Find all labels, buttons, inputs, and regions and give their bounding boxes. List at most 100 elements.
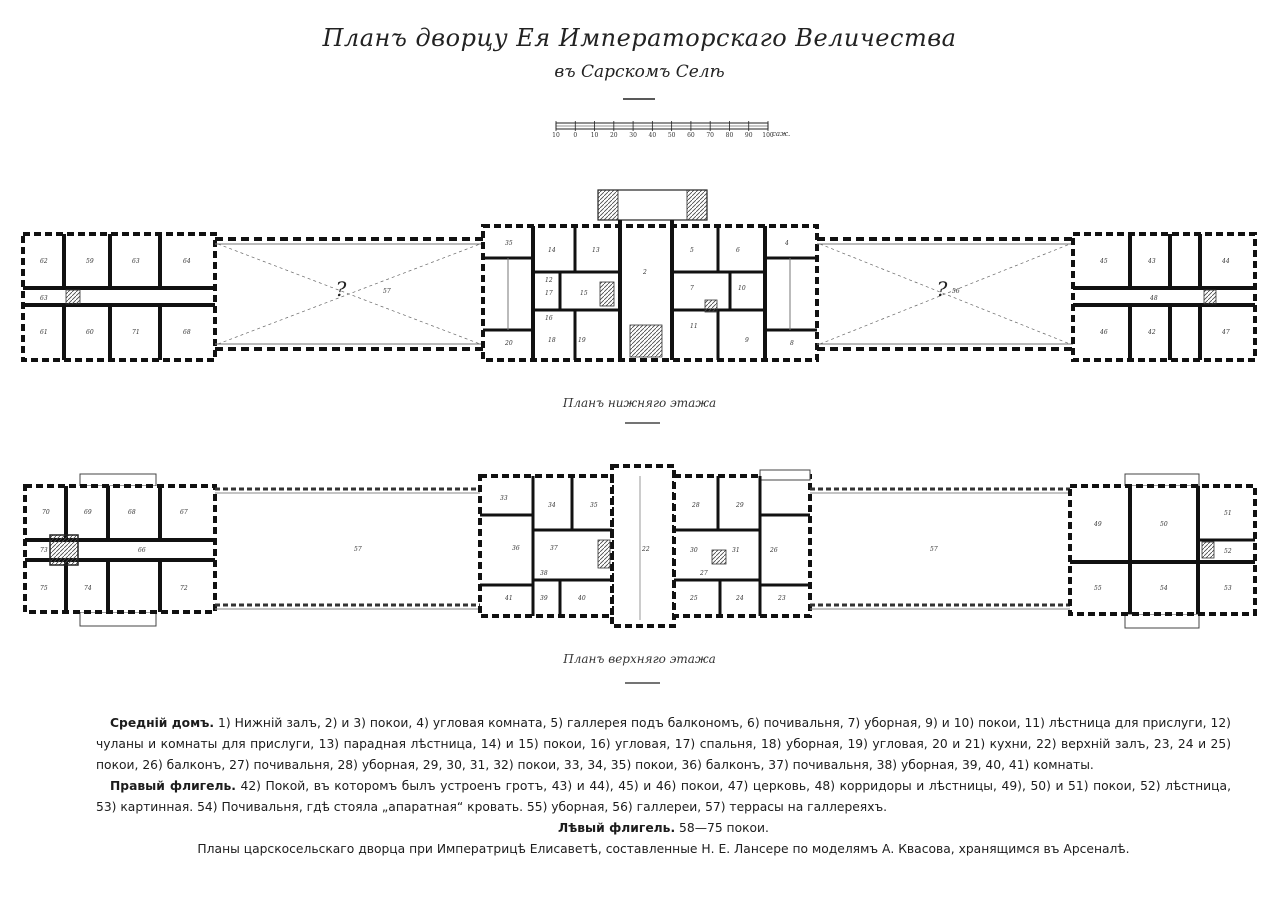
- svg-text:?: ?: [937, 277, 948, 301]
- room-number: 70: [42, 509, 50, 516]
- center-block-upper: [478, 464, 812, 628]
- room-number: 71: [132, 329, 140, 336]
- room-number: 49: [1093, 521, 1102, 528]
- room-number: 24: [735, 595, 744, 602]
- room-number: 28: [691, 502, 700, 509]
- room-number: 37: [550, 545, 558, 552]
- scale-tick-label: 100: [762, 132, 774, 139]
- room-number: 72: [180, 585, 188, 592]
- room-number: 63: [132, 258, 140, 265]
- legend-right-label: Правый флигель.: [110, 779, 236, 793]
- ground-room-numbers: 62 59 63 64 63 61 60 71 68 57 35 14 13 1…: [40, 240, 1230, 347]
- room-number: 36: [512, 545, 520, 552]
- room-number: 68: [183, 329, 191, 336]
- scale-tick-label: 20: [610, 132, 618, 139]
- legend-source: Планы царскосельскаго дворца при Императ…: [197, 842, 1130, 856]
- room-number: 26: [769, 547, 778, 554]
- room-number: 48: [1149, 295, 1158, 302]
- scale-tick-label: 10: [552, 132, 560, 139]
- room-number: 74: [84, 585, 92, 592]
- left-wing-ground: [21, 232, 217, 362]
- room-number: 64: [183, 258, 191, 265]
- legend-right: Правый флигель. 42) Покой, въ которомъ б…: [96, 776, 1231, 818]
- room-number: 44: [1221, 258, 1230, 265]
- room-number: 9: [745, 337, 749, 344]
- scale-unit: саж.: [772, 130, 790, 138]
- scale-tick-label: 30: [629, 132, 637, 139]
- room-number: 57: [383, 288, 391, 295]
- room-number: 67: [180, 509, 188, 516]
- room-number: 69: [84, 509, 92, 516]
- right-wing-upper: [1068, 473, 1257, 629]
- room-number: 63: [40, 295, 48, 302]
- center-block-ground: [481, 189, 819, 362]
- room-number: 56: [952, 288, 960, 295]
- scale-tick-label: 90: [745, 132, 753, 139]
- legend-middle-text: 1) Нижній залъ, 2) и 3) покои, 4) углова…: [96, 716, 1231, 772]
- room-number: 51: [1224, 510, 1232, 517]
- svg-text:?: ?: [336, 277, 347, 301]
- drawing-title: Планъ дворцу Ея Императорскаго Величеств…: [322, 24, 957, 52]
- room-number: 35: [590, 502, 598, 509]
- room-number: 22: [641, 546, 650, 553]
- left-wing-upper: [23, 473, 217, 627]
- room-number: 15: [580, 290, 588, 297]
- room-number: 45: [1099, 258, 1108, 265]
- room-number: 61: [40, 329, 48, 336]
- room-number: 54: [1160, 585, 1168, 592]
- legend-left-text: 58—75 покои.: [679, 821, 769, 835]
- left-gallery-upper: [215, 487, 480, 610]
- room-number: 35: [505, 240, 513, 247]
- room-number: 38: [540, 570, 548, 577]
- room-number: 2: [642, 269, 647, 276]
- ground-floor-plan: ?: [21, 189, 1257, 362]
- room-number: 62: [40, 258, 48, 265]
- scale-tick-label: 80: [726, 132, 734, 139]
- room-number: 29: [735, 502, 744, 509]
- legend-left-label: Лѣвый флигель.: [558, 821, 676, 835]
- room-number: 42: [1147, 329, 1156, 336]
- scale-tick-label: 50: [668, 132, 676, 139]
- scale-tick-label: 70: [706, 132, 714, 139]
- room-number: 7: [690, 285, 694, 292]
- room-number: 12: [545, 277, 553, 284]
- room-number: 5: [690, 247, 694, 254]
- room-number: 19: [578, 337, 586, 344]
- room-number: 34: [548, 502, 556, 509]
- drawing-subtitle: въ Сарскомъ Селѣ: [554, 62, 725, 82]
- room-number: 55: [1094, 585, 1102, 592]
- legend-text: Средній домъ. 1) Нижній залъ, 2) и 3) по…: [96, 713, 1231, 860]
- room-number: 33: [500, 495, 508, 502]
- room-number: 57: [930, 546, 938, 553]
- room-number: 47: [1221, 329, 1230, 336]
- room-number: 16: [545, 315, 553, 322]
- scale-tick-label: 10: [591, 132, 599, 139]
- upper-floor-caption: Планъ верхняго этажа: [563, 652, 716, 666]
- room-number: 31: [732, 547, 740, 554]
- room-number: 6: [736, 247, 740, 254]
- room-number: 41: [504, 595, 513, 602]
- room-number: 57: [354, 546, 362, 553]
- legend-right-text: 42) Покой, въ которомъ былъ устроенъ гро…: [96, 779, 1231, 814]
- room-number: 50: [1160, 521, 1168, 528]
- room-number: 11: [690, 323, 698, 330]
- upper-room-numbers: 70 69 68 67 73 66 75 74 72 57 33 34 35 3…: [40, 495, 1232, 602]
- right-wing-ground: [1071, 232, 1257, 362]
- legend-middle-label: Средній домъ.: [110, 716, 215, 730]
- room-number: 30: [690, 547, 698, 554]
- right-gallery-ground: ?: [817, 237, 1073, 351]
- scale-tick-label: 0: [573, 132, 577, 139]
- left-gallery-ground: ?: [215, 237, 483, 351]
- legend-left: Лѣвый флигель. 58—75 покои.: [96, 818, 1231, 839]
- room-number: 75: [40, 585, 48, 592]
- scale-tick-label: 40: [649, 132, 657, 139]
- room-number: 27: [699, 570, 708, 577]
- scale-tick-label: 60: [687, 132, 695, 139]
- room-number: 66: [138, 547, 146, 554]
- room-number: 18: [548, 337, 556, 344]
- room-number: 60: [86, 329, 94, 336]
- room-number: 40: [577, 595, 586, 602]
- room-number: 14: [548, 247, 556, 254]
